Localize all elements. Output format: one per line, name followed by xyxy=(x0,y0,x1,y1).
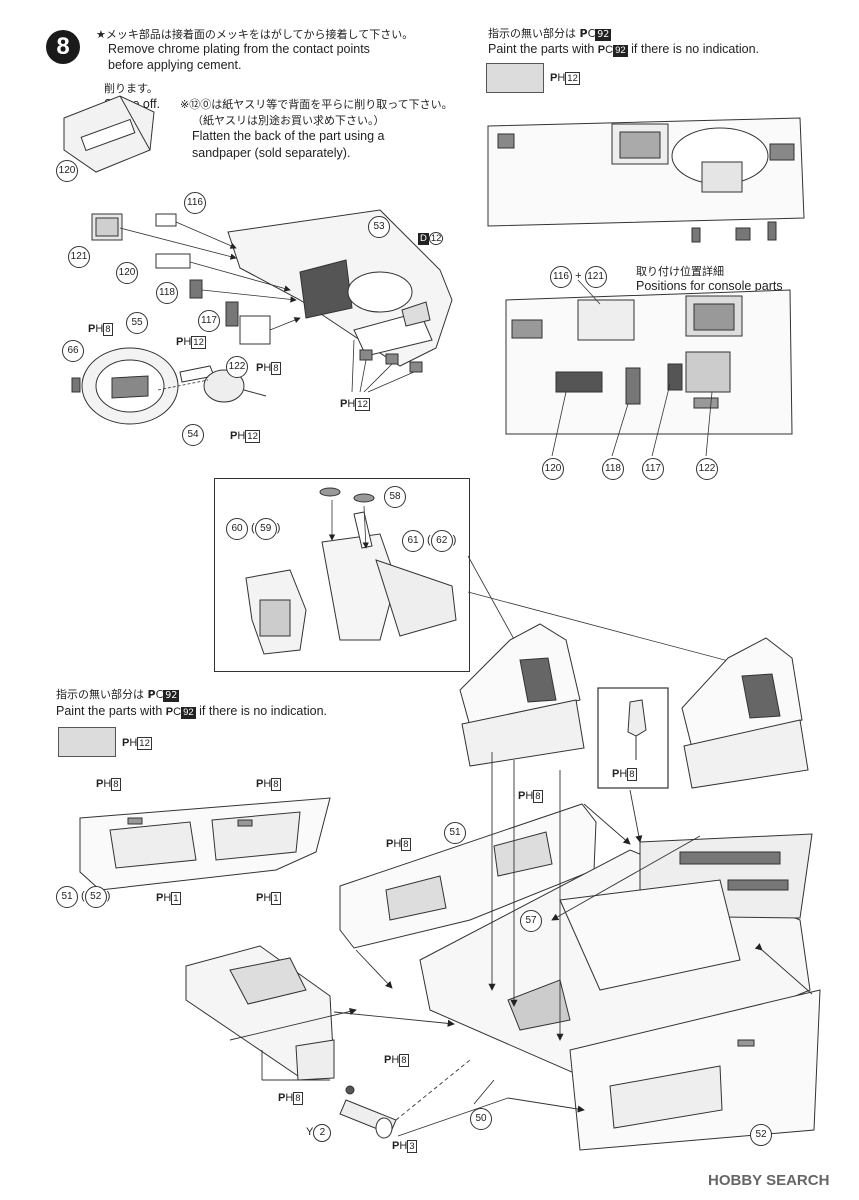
chrome-note-en-2: before applying cement. xyxy=(108,58,242,72)
callout-part-117: 117 xyxy=(198,310,220,332)
flatten-note-jp-1: ※⑫⓪は紙ヤスリ等で背面を平らに削り取って下さい。 xyxy=(180,98,453,111)
callout-61-62: 61 (62) xyxy=(402,530,456,552)
callout-part-120: 120 xyxy=(116,262,138,284)
callout-60-59: 60 (59) xyxy=(226,518,280,540)
callout-part-55: 55 xyxy=(126,312,148,334)
callout-part-120-top: 120 xyxy=(56,160,78,182)
console-detail-view xyxy=(505,289,793,435)
left-door-panel xyxy=(79,797,331,891)
paint-swatch-left xyxy=(58,727,116,757)
callout-console-118: 118 xyxy=(602,458,624,480)
hobby-search-watermark: HOBBY SEARCH xyxy=(708,1172,830,1189)
callout-116-plus-121: 116 + 121 xyxy=(550,266,607,288)
callout-part-52: 52 xyxy=(750,1124,772,1146)
console-note-jp: 取り付け位置詳細 xyxy=(636,265,724,278)
callout-part-118: 118 xyxy=(156,282,178,304)
callout-console-120: 120 xyxy=(542,458,564,480)
paint-swatch-top xyxy=(486,63,544,93)
dashboard-front-view xyxy=(487,117,805,243)
callout-part-51: 51 xyxy=(444,822,466,844)
callout-part-122: 122 xyxy=(226,356,248,378)
flatten-note-en-1: Flatten the back of the part using a xyxy=(192,129,385,143)
seat-parts-illustration xyxy=(245,487,457,655)
callout-console-117: 117 xyxy=(642,458,664,480)
lower-dash-assembly xyxy=(185,945,335,1081)
chrome-note-jp: ★メッキ部品は接着面のメッキをはがしてから接着して下さい。 xyxy=(96,28,414,41)
callout-part-66: 66 xyxy=(62,340,84,362)
callout-part-121: 121 xyxy=(68,246,90,268)
callout-part-50: 50 xyxy=(470,1108,492,1130)
console-note-en: Positions for console parts xyxy=(636,279,783,293)
fire-extinguisher-illustration xyxy=(339,1085,397,1139)
dashboard-assembly xyxy=(71,209,453,425)
callout-console-122: 122 xyxy=(696,458,718,480)
callout-part-54: 54 xyxy=(182,424,204,446)
flatten-note-en-2: sandpaper (sold separately). xyxy=(192,146,351,160)
callout-part-57: 57 xyxy=(520,910,542,932)
front-seats xyxy=(459,623,809,789)
callout-part-58: 58 xyxy=(384,486,406,508)
step-number-badge: 8 xyxy=(46,30,80,64)
callout-part-116: 116 xyxy=(184,192,206,214)
callout-51-52: 51 (52) xyxy=(56,886,110,908)
flatten-note-jp-2: （紙ヤスリは別途お買い求め下さい。） xyxy=(192,114,385,127)
interior-tub-assembly xyxy=(339,803,821,1151)
shave-note-jp: 削ります。 xyxy=(104,82,158,95)
callout-part-53: 53 xyxy=(368,216,390,238)
part-120-shave-illustration xyxy=(63,95,155,173)
chrome-note-en-1: Remove chrome plating from the contact p… xyxy=(108,42,370,56)
shift-knob-illustration xyxy=(627,699,647,760)
